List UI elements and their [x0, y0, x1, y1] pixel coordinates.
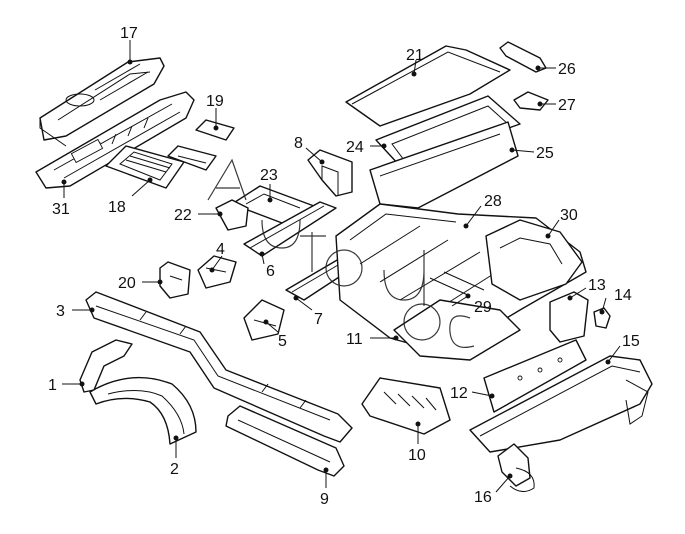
callout-10: 10	[408, 447, 426, 464]
watermark	[207, 158, 475, 348]
callout-9: 9	[320, 491, 329, 508]
leader-dots	[61, 59, 611, 479]
part-30-spare-wheel-well	[485, 219, 583, 301]
part-4-bracket	[197, 255, 237, 289]
callout-15: 15	[622, 333, 640, 350]
callout-11: 11	[346, 331, 363, 348]
part-8-bracket	[307, 149, 353, 197]
callout-22: 22	[174, 207, 192, 224]
part-10-step-panel	[361, 377, 451, 435]
callout-26: 26	[558, 61, 576, 78]
part-21-parcel-shelf	[345, 45, 511, 127]
part-17-floor-panel	[39, 57, 165, 147]
callout-2: 2	[170, 461, 179, 478]
part-12-rear-panel	[483, 339, 587, 413]
part-9-lower-rail	[225, 405, 345, 477]
callout-labels: 1 2 3 4 5 6 7 8 9 10 11 12 13 14 15 16 1…	[48, 25, 640, 508]
callout-4: 4	[216, 241, 225, 258]
callout-14: 14	[614, 287, 632, 304]
callout-17: 17	[120, 25, 138, 42]
part-25-storage-tray	[369, 121, 519, 209]
callout-20: 20	[118, 275, 136, 292]
part-15-rear-cross-member	[469, 355, 653, 453]
part-1-arch-bracket	[79, 339, 133, 393]
callout-19: 19	[206, 93, 224, 110]
callout-8: 8	[294, 135, 303, 152]
callout-5: 5	[278, 333, 287, 350]
callout-1: 1	[48, 377, 57, 394]
part-3-side-rail	[85, 291, 353, 443]
callout-25: 25	[536, 145, 554, 162]
callout-13: 13	[588, 277, 606, 294]
callout-6: 6	[266, 263, 275, 280]
part-6-cross-member	[243, 201, 337, 257]
part-27-small-cover	[513, 91, 549, 111]
callout-21: 21	[406, 47, 424, 64]
part-16-tow-bracket	[497, 443, 535, 492]
callout-16: 16	[474, 489, 492, 506]
callout-18: 18	[108, 199, 126, 216]
part-13-box	[549, 291, 589, 343]
callout-7: 7	[314, 311, 323, 328]
callout-31: 31	[52, 201, 70, 218]
callout-3: 3	[56, 303, 65, 320]
callout-23: 23	[260, 167, 278, 184]
callout-24: 24	[346, 139, 364, 156]
part-11-rear-floor-lower	[393, 299, 521, 361]
callout-12: 12	[450, 385, 468, 402]
part-2-wheel-arch	[89, 376, 197, 445]
part-31-floor-panel	[35, 91, 195, 189]
part-22-bracket	[215, 199, 249, 231]
part-14-clip	[593, 307, 611, 329]
leaders	[62, 40, 621, 493]
part-bracket-plate	[167, 145, 217, 171]
callout-28: 28	[484, 193, 502, 210]
callout-27: 27	[558, 97, 576, 114]
callout-30: 30	[560, 207, 578, 224]
callout-29: 29	[474, 299, 492, 316]
part-20-bracket	[159, 261, 191, 299]
